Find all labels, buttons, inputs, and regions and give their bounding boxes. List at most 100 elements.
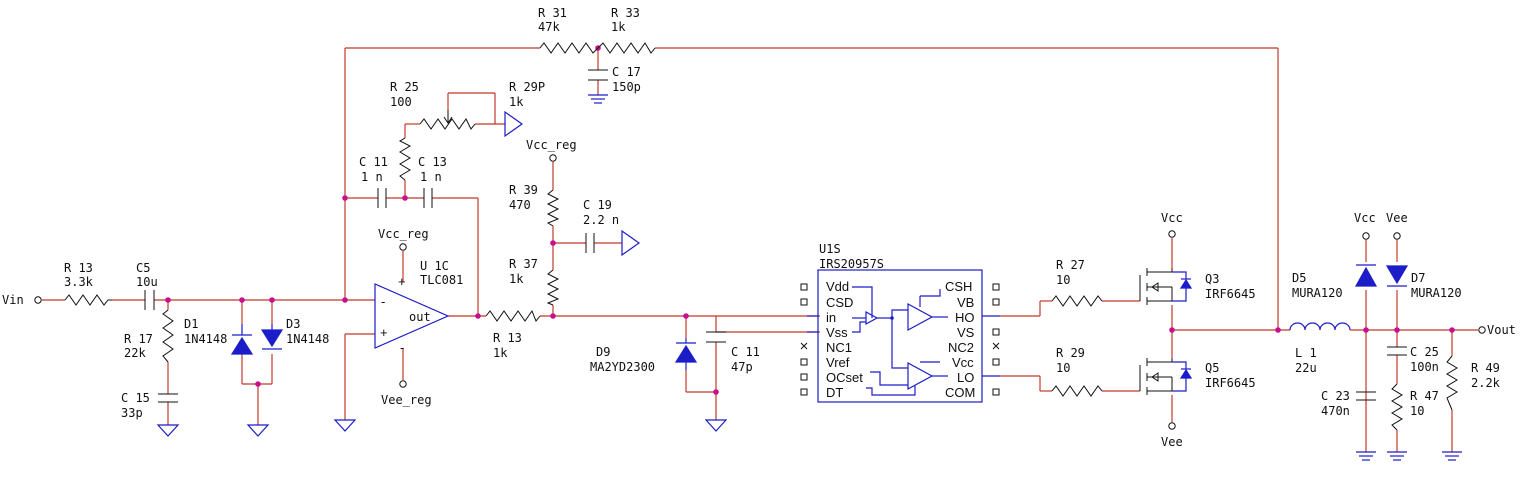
resistor-r33: R 33 1k	[597, 6, 656, 54]
opamp-vplus-pin: +	[398, 274, 406, 289]
r31-value-label: 47k	[538, 20, 560, 34]
r27-value-label: 10	[1056, 273, 1070, 287]
c11a-value-label: 1 n	[361, 170, 383, 184]
inductor-l1: L 1 22u	[1289, 322, 1352, 375]
capacitor-c15: C 15 33p	[121, 391, 178, 420]
resistor-r17: R 17 22k	[124, 309, 174, 363]
r47-value-label: 10	[1410, 404, 1424, 418]
opamp-minus-pin: -	[381, 294, 385, 309]
net-vin-label: Vin	[2, 293, 24, 307]
net-vee-reg-opamp: Vee_reg	[381, 380, 432, 407]
net-vin: Vin	[2, 293, 42, 307]
d9-value-label: MA2YD2300	[590, 360, 655, 374]
ground-d9	[704, 419, 728, 432]
lo-label: LO	[957, 370, 974, 385]
vref-label: Vref	[826, 355, 850, 370]
r33-ref-label: R 33	[611, 6, 640, 20]
d3-value-label: 1N4148	[286, 332, 329, 346]
r31-ref-label: R 31	[538, 6, 567, 20]
c17-value-label: 150p	[612, 80, 641, 94]
ic-right-pins	[982, 283, 1000, 396]
capacitor-c19: C 19 2.2 n	[583, 198, 619, 253]
capacitor-c5: C5 10u	[136, 261, 158, 310]
r17-ref-label: R 17	[124, 332, 153, 346]
net-vcc-reg-top-label: Vcc_reg	[526, 138, 577, 152]
diode-d7: D7 MURA120	[1385, 265, 1462, 300]
c25-ref-label: C 25	[1410, 345, 1439, 359]
capacitor-c17: C 17 150p	[588, 65, 641, 94]
com-label: COM	[945, 385, 975, 400]
d5-value-label: MURA120	[1292, 286, 1343, 300]
r13b-ref-label: R 13	[493, 331, 522, 345]
l1-ref-label: L 1	[1295, 346, 1317, 360]
d7-value-label: MURA120	[1411, 286, 1462, 300]
r17-value-label: 22k	[124, 346, 146, 360]
r29-ref-label: R 29	[1056, 346, 1085, 360]
dt-label: DT	[826, 385, 843, 400]
net-vee-d7-label: Vee	[1386, 211, 1408, 225]
opamp-out-pin: out	[409, 310, 431, 324]
r27-ref-label: R 27	[1056, 258, 1085, 272]
ground-c17	[588, 94, 608, 104]
net-vcc-reg-opamp-label: Vcc_reg	[378, 227, 429, 241]
ic-internal-logic	[852, 286, 948, 396]
r39-value-label: 470	[509, 198, 531, 212]
diode-d1: D1 1N4148	[184, 317, 254, 355]
c5-ref-label: C5	[136, 261, 150, 275]
q5-value-label: IRF6645	[1205, 376, 1256, 390]
u1s-ref-label: U1S	[819, 242, 841, 256]
u1c-value-label: TLC081	[420, 273, 463, 287]
opamp-plus-pin: +	[380, 325, 388, 340]
junction-dots	[165, 45, 1455, 395]
resistor-r47: R 47 10	[1391, 383, 1439, 431]
capacitor-c25: C 25 100n	[1387, 345, 1439, 374]
ground-symbols	[156, 94, 1462, 461]
ocset-label: OCset	[826, 370, 863, 385]
c15-value-label: 33p	[121, 406, 143, 420]
net-vcc-q3: Vcc	[1161, 211, 1183, 238]
resistor-r31: R 31 47k	[538, 6, 599, 54]
ground-diodes	[246, 424, 270, 437]
ground-opamp	[333, 419, 357, 432]
r13a-value-label: 3.3k	[64, 275, 94, 289]
mosfet-q3: Q3 IRF6645	[1139, 268, 1256, 305]
c19-ref-label: C 19	[583, 198, 612, 212]
r33-value-label: 1k	[611, 20, 626, 34]
resistor-r13-output: R 13 1k	[485, 309, 541, 360]
d7-ref-label: D7	[1411, 271, 1425, 285]
c13-ref-label: C 13	[418, 155, 447, 169]
r47-ref-label: R 47	[1410, 389, 1439, 403]
c11b-ref-label: C 11	[731, 345, 760, 359]
resistor-r27: R 27 10	[1051, 258, 1103, 307]
net-vee-q5: Vee	[1161, 422, 1183, 449]
opamp-vminus-pin: -	[400, 340, 404, 355]
ground-c15	[156, 424, 180, 437]
u1c-ref-label: U 1C	[420, 259, 449, 273]
c23-ref-label: C 23	[1321, 389, 1350, 403]
net-vee-reg-opamp-label: Vee_reg	[381, 393, 432, 407]
c15-ref-label: C 15	[121, 391, 150, 405]
r29p-ref-label: R 29P	[509, 80, 545, 94]
capacitor-c11-feedback: C 11 1 n	[359, 155, 388, 208]
vcc-label: Vcc	[952, 355, 974, 370]
ground-c23	[1356, 451, 1376, 461]
net-vout-label: Vout	[1487, 323, 1516, 337]
resistor-r29: R 29 10	[1051, 346, 1103, 397]
r25-value-label: 100	[390, 95, 412, 109]
r13b-value-label: 1k	[493, 346, 508, 360]
r49-value-label: 2.2k	[1471, 376, 1501, 390]
net-vcc-q3-label: Vcc	[1161, 211, 1183, 225]
q3-ref-label: Q3	[1205, 272, 1219, 286]
csh-label: CSH	[945, 279, 972, 294]
net-vee-d7: Vee	[1386, 211, 1408, 240]
ic-left-pins	[800, 283, 818, 396]
resistor-r49: R 49 2.2k	[1446, 355, 1501, 411]
capacitor-c11-d9: C 11 47p	[706, 331, 760, 374]
capacitor-c13: C 13 1 n	[418, 155, 447, 208]
nc2-label: NC2	[948, 340, 974, 355]
r25-ref-label: R 25	[390, 80, 419, 94]
d1-value-label: 1N4148	[184, 332, 227, 346]
resistor-r25: R 25 100	[390, 80, 419, 181]
csd-label: CSD	[826, 295, 853, 310]
r29-value-label: 10	[1056, 361, 1070, 375]
